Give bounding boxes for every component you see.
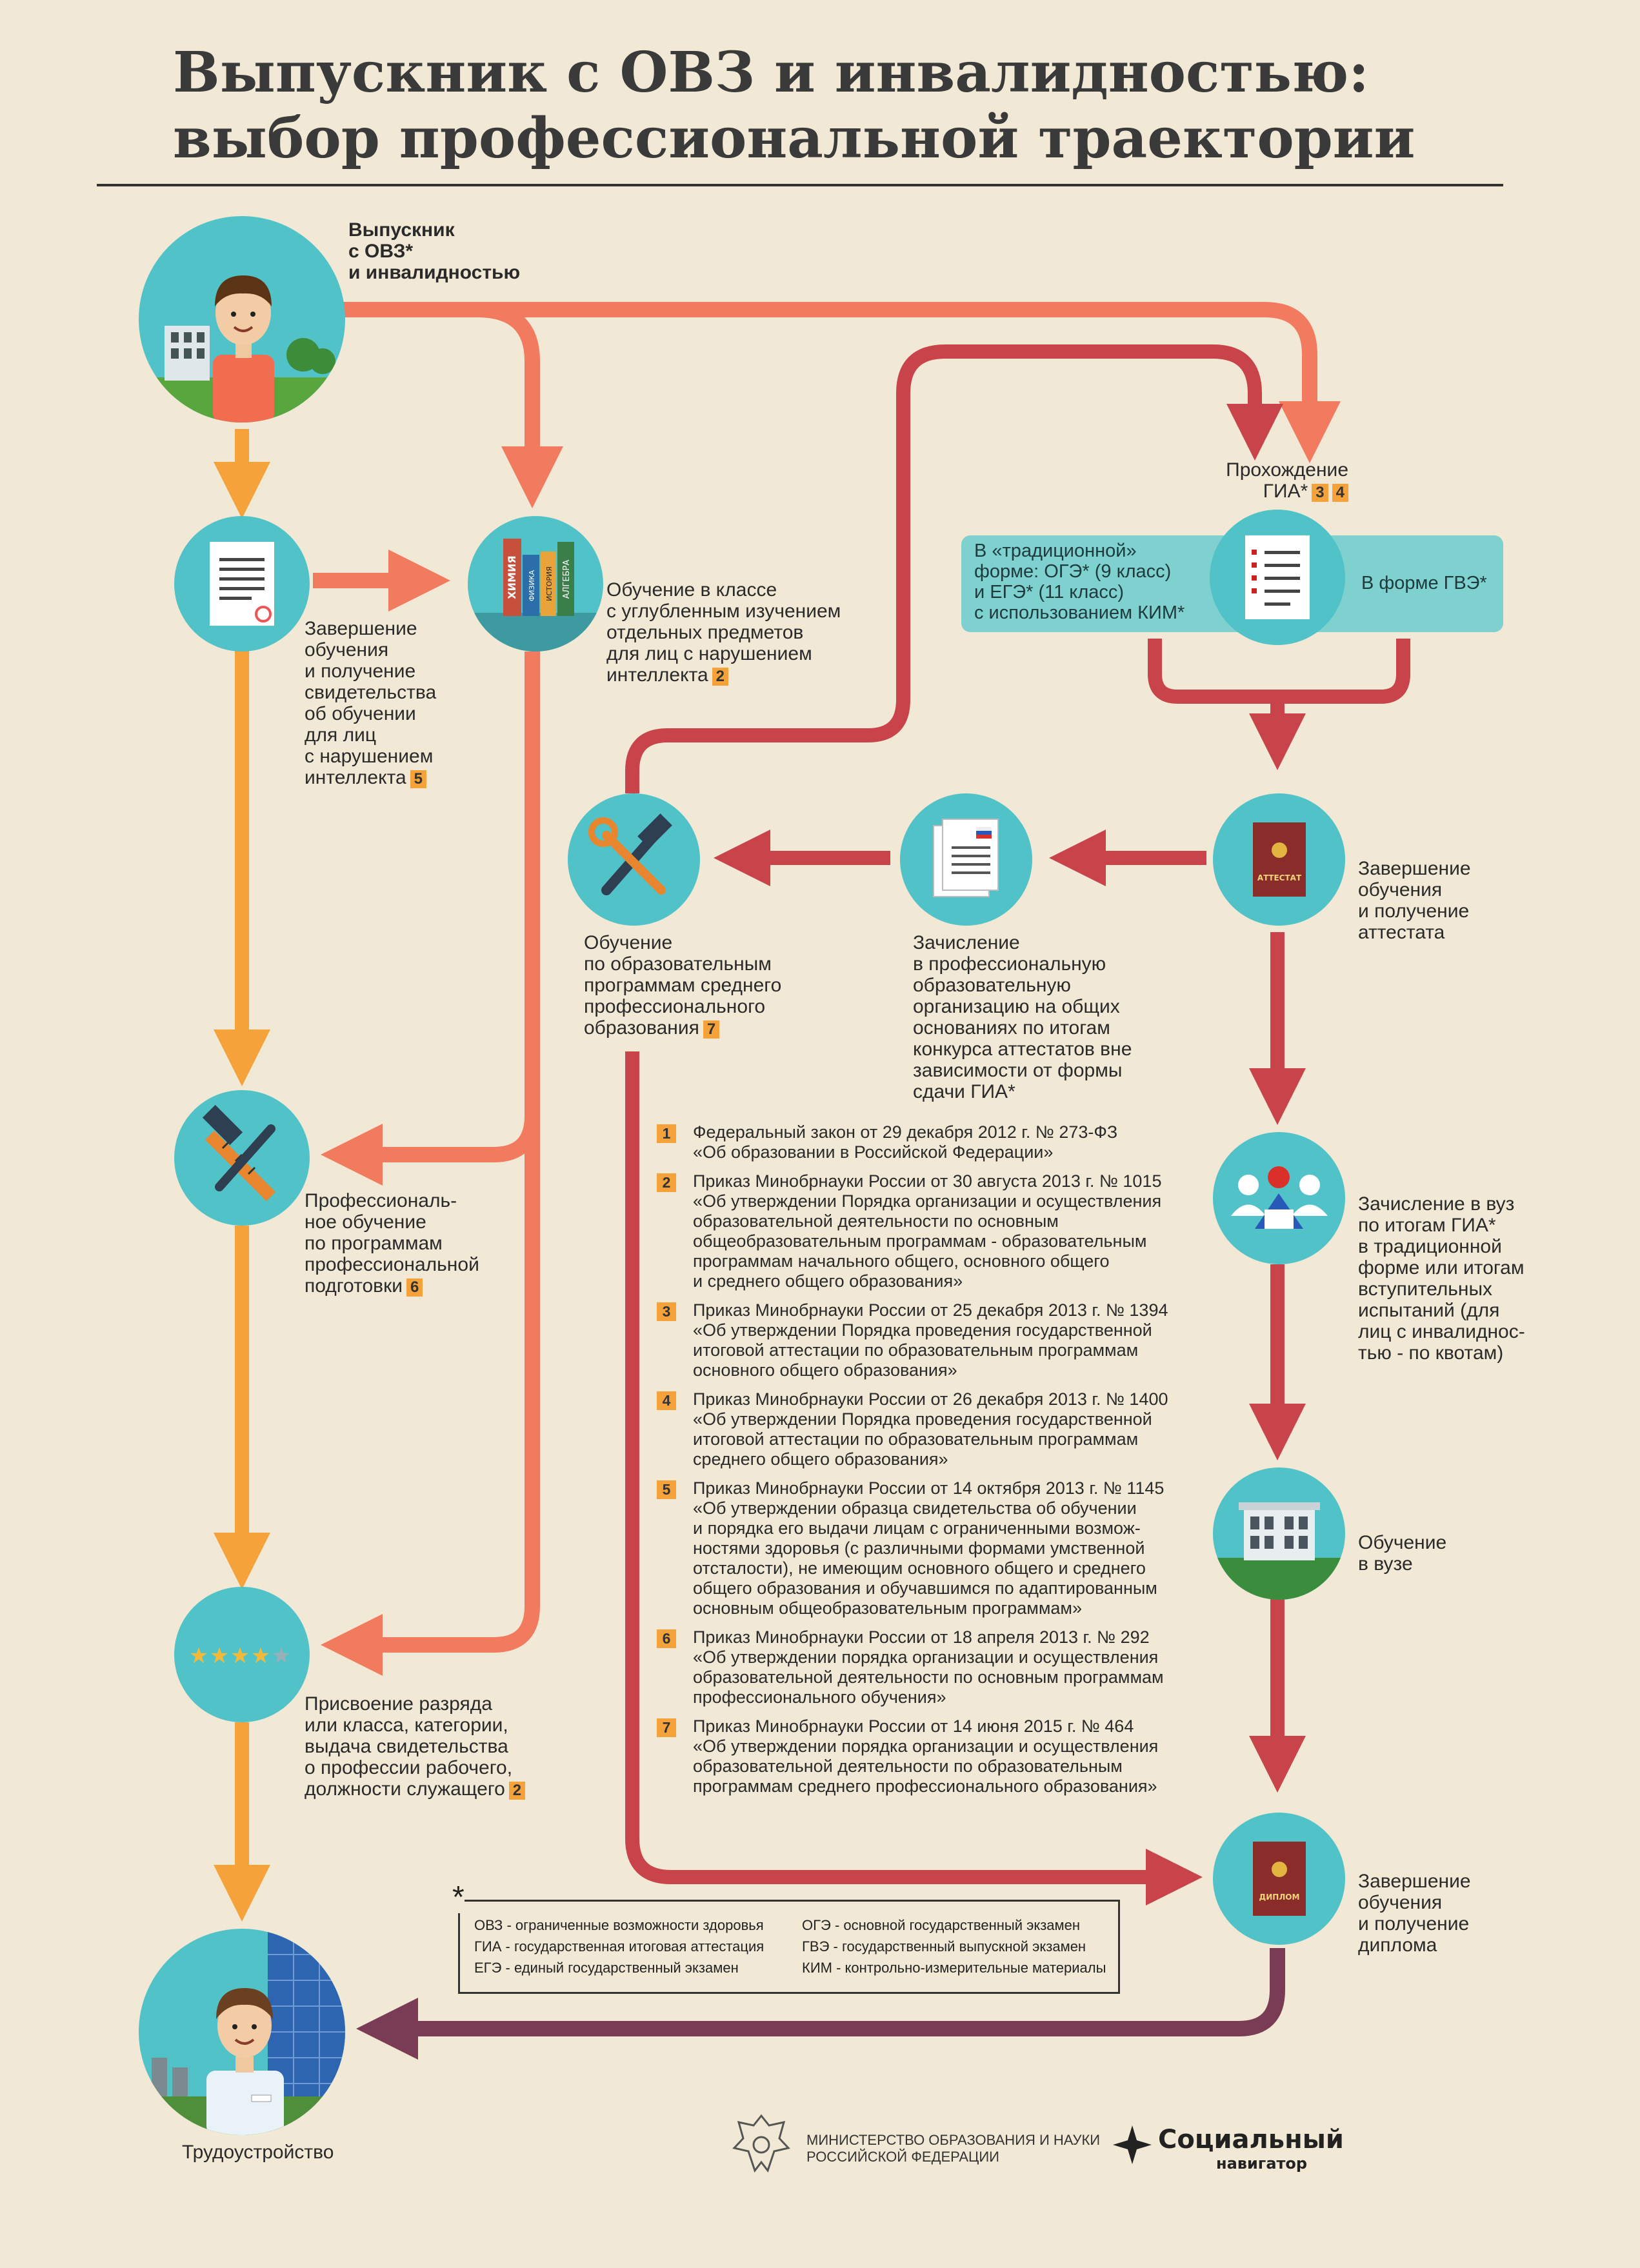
ministry-name: МИНИСТЕРСТВО ОБРАЗОВАНИЯ И НАУКИ РОССИЙС… xyxy=(806,2132,1101,2165)
enrollment-document-icon xyxy=(933,819,999,897)
worker-illustration xyxy=(139,1929,345,2135)
prof-training-node xyxy=(174,1090,310,1226)
coat-of-arms-icon xyxy=(732,2114,790,2173)
svg-text:★: ★ xyxy=(251,1643,270,1669)
reference-item-1: 1 Федеральный закон от 29 декабря 2012 г… xyxy=(657,1122,1212,1162)
tools-icon xyxy=(588,813,672,895)
reference-item-5: 5 Приказ Минобрнауки России от 14 октябр… xyxy=(657,1478,1212,1618)
rank-node: ★★ ★★ ★ xyxy=(174,1587,310,1722)
special-class-label: Обучение в классе с углубленным изучение… xyxy=(606,579,841,686)
arrow-special-class-to-rank xyxy=(321,1116,540,1676)
reference-number-badge: 7 xyxy=(657,1718,676,1737)
enrollment-prof-label: Зачисление в профессиональную образовате… xyxy=(913,932,1132,1102)
reference-number-badge: 6 xyxy=(657,1629,676,1648)
brand-name: Социальный xyxy=(1158,2125,1344,2154)
arrow-graduate-to-special-class xyxy=(477,302,563,508)
checklist-icon xyxy=(1245,535,1310,619)
reference-number-badge: 4 xyxy=(657,1391,676,1410)
reference-item-6: 6 Приказ Минобрнауки России от 18 апреля… xyxy=(657,1627,1212,1707)
ref-badge-2: 2 xyxy=(712,668,729,686)
diploma-doc-label: ДИПЛОМ xyxy=(1259,1893,1300,1902)
arrow-gia-right-bracket xyxy=(1249,639,1410,770)
graduate-node xyxy=(139,216,345,423)
stars-icon: ★★ ★★ ★ xyxy=(189,1643,291,1669)
graduate-label: Выпускник с ОВЗ* и инвалидностью xyxy=(348,219,521,283)
university-enroll-label: Зачисление в вуз по итогам ГИА* в традиц… xyxy=(1358,1193,1525,1364)
spo-label: Обучение по образовательным программам с… xyxy=(584,932,782,1039)
asterisk-mark: * xyxy=(452,1880,465,1915)
certificate-node xyxy=(174,516,310,652)
reference-item-4: 4 Приказ Минобрнауки России от 26 декабр… xyxy=(657,1389,1212,1469)
page-title-line-1: Выпускник с ОВЗ и инвалидностью: xyxy=(173,40,1369,105)
diploma-node: ДИПЛОМ xyxy=(1213,1813,1345,1945)
reference-number-badge: 3 xyxy=(657,1302,676,1321)
reference-number-badge: 1 xyxy=(657,1124,676,1143)
diploma-label: Завершение обучения и получение диплома xyxy=(1358,1871,1471,1956)
certificate-label: Завершение обучения и получение свидетел… xyxy=(305,618,437,788)
special-class-node: ХИМИЯ ФИЗИКА ИСТОРИЯ АЛГЕБРА xyxy=(468,516,603,652)
ref-badge-2: 2 xyxy=(508,1782,526,1800)
page-title-line-2: выбор профессиональной траектории xyxy=(173,106,1415,171)
glossary-right-column: ОГЭ - основной государственный экзамен Г… xyxy=(802,1917,1106,1976)
social-navigator-logo-icon xyxy=(1113,2125,1152,2164)
attestat-document-icon: АТТЕСТАТ xyxy=(1253,822,1306,897)
rank-label: Присвоение разряда или класса, категории… xyxy=(305,1693,526,1800)
diploma-document-icon: ДИПЛОМ xyxy=(1253,1842,1306,1916)
book-label-2: ФИЗИКА xyxy=(528,570,536,601)
reference-item-3: 3 Приказ Минобрнауки России от 25 декабр… xyxy=(657,1300,1212,1380)
svg-text:★: ★ xyxy=(272,1643,291,1669)
ref-badge-3: 3 xyxy=(1312,484,1328,502)
enrollment-prof-node xyxy=(900,793,1032,926)
gia-node xyxy=(1210,510,1345,645)
employment-label: Трудоустройство xyxy=(182,2142,334,2163)
book-label-1: ХИМИЯ xyxy=(506,555,518,599)
books-icon: ХИМИЯ ФИЗИКА ИСТОРИЯ АЛГЕБРА xyxy=(468,539,603,652)
page-title: Выпускник с ОВЗ и инвалидностью: выбор п… xyxy=(173,40,1415,172)
glossary-left-column: ОВЗ - ограниченные возможности здоровья … xyxy=(474,1917,765,1976)
hammer-ruler-icon xyxy=(202,1104,276,1202)
reference-item-7: 7 Приказ Минобрнауки России от 14 июня 2… xyxy=(657,1716,1212,1796)
glossary-box: * ОВЗ - ограниченные возможности здоровь… xyxy=(452,1882,1120,1994)
ref-badge-5: 5 xyxy=(410,770,427,788)
attestat-node: АТТЕСТАТ xyxy=(1213,793,1345,926)
employment-node xyxy=(139,1929,345,2135)
reference-number-badge: 5 xyxy=(657,1480,676,1499)
book-label-4: АЛГЕБРА xyxy=(562,560,572,599)
svg-text:★: ★ xyxy=(230,1643,250,1669)
document-icon xyxy=(210,542,274,626)
arrow-gia-left-bracket xyxy=(1148,639,1281,704)
svg-text:★: ★ xyxy=(189,1643,208,1669)
university-label: Обучение в вузе xyxy=(1358,1532,1447,1575)
arrow-spo-to-gia xyxy=(625,344,1283,793)
university-node xyxy=(1213,1467,1345,1600)
university-building-icon xyxy=(1213,1502,1345,1600)
gia-gve-form: В форме ГВЭ* xyxy=(1361,573,1487,593)
spo-node xyxy=(568,793,700,926)
book-label-3: ИСТОРИЯ xyxy=(545,566,554,601)
reference-number-badge: 2 xyxy=(657,1173,676,1192)
people-icon xyxy=(1231,1166,1328,1229)
ref-badge-7: 7 xyxy=(703,1020,720,1039)
gia-traditional-form: В «традиционной» форме: ОГЭ* (9 класс) и… xyxy=(974,541,1185,623)
prof-training-label: Профессиональ- ное обучение по программа… xyxy=(305,1190,479,1297)
arrow-graduate-to-gia xyxy=(342,302,1341,463)
university-enroll-node xyxy=(1213,1132,1345,1264)
brand-subtitle: навигатор xyxy=(1216,2154,1308,2173)
ref-badge-6: 6 xyxy=(406,1278,423,1297)
arrow-spo-to-diploma xyxy=(625,1051,1203,1905)
attestat-doc-label: АТТЕСТАТ xyxy=(1257,873,1302,882)
arrow-diploma-to-employment xyxy=(356,1948,1285,2060)
graduate-illustration xyxy=(139,275,345,423)
references-list: 1 Федеральный закон от 29 декабря 2012 г… xyxy=(657,1122,1212,1805)
attestat-label: Завершение обучения и получение аттестат… xyxy=(1358,858,1471,943)
svg-text:★: ★ xyxy=(210,1643,229,1669)
title-divider xyxy=(97,184,1503,186)
reference-item-2: 2 Приказ Минобрнауки России от 30 август… xyxy=(657,1171,1212,1291)
ref-badge-4: 4 xyxy=(1332,484,1348,502)
